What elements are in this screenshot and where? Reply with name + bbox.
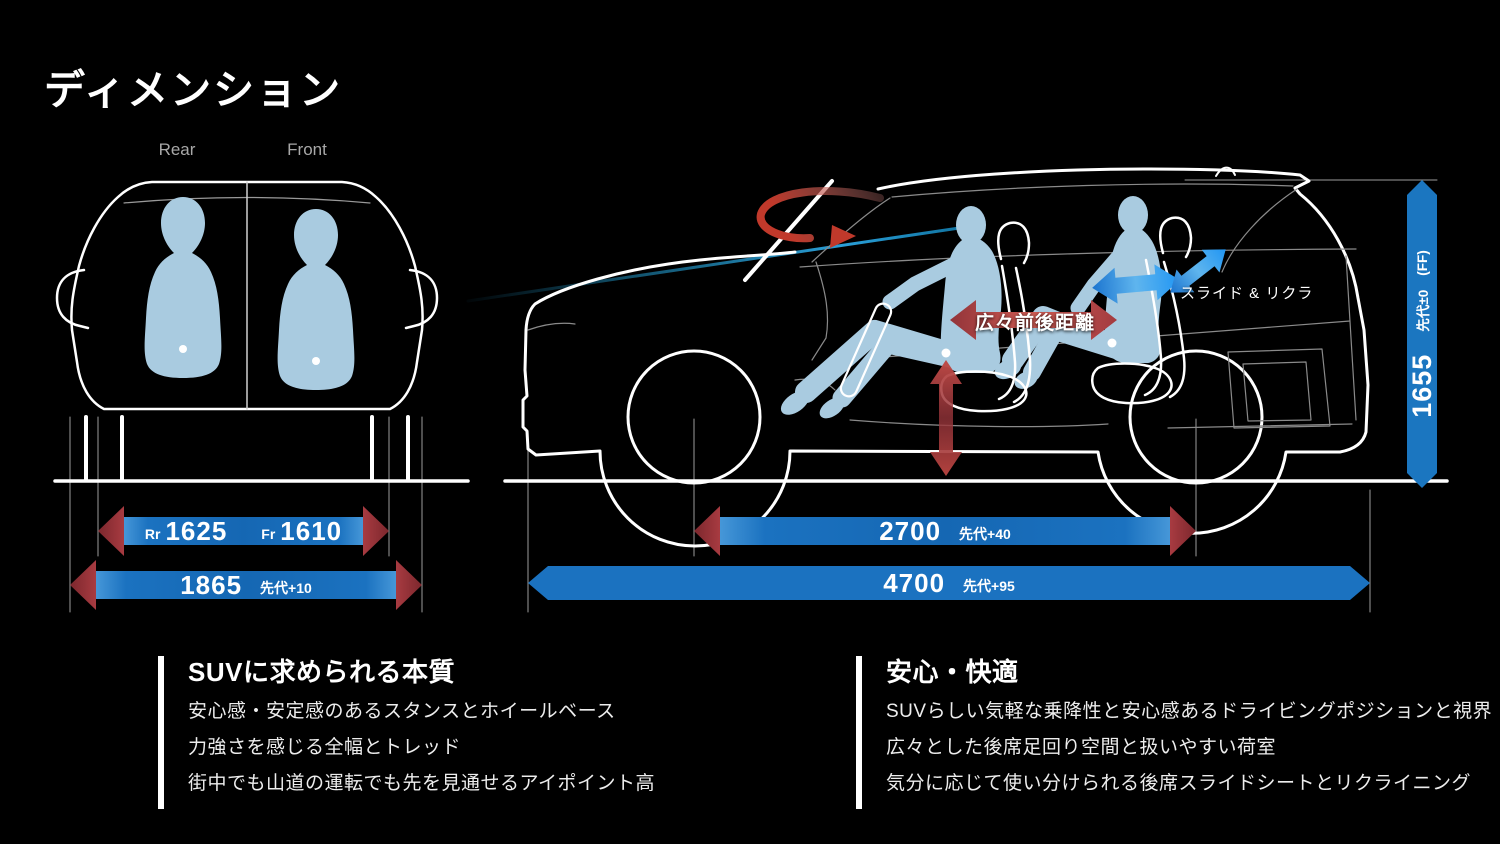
wheelbase-dimension-bar: 2700 先代+40 [694,506,1196,556]
overall-length-value: 4700 [883,567,946,598]
height-value: 1655 [1406,353,1437,418]
front-hip-point [312,357,320,365]
section-suv-essence: SUVに求められる本質 安心感・安定感のあるスタンスとホイールベース 力強さを感… [158,656,848,809]
dimension-guide-lines-right [527,179,1438,613]
section-right-heading: 安心・快適 [886,657,1019,687]
section-comfort: 安心・快適 SUVらしい気軽な乗降性と安心感あるドライビングポジションと視界 広… [856,656,1500,809]
rear-seat-outline [1090,216,1193,405]
steering-wheel [839,302,893,398]
arrowhead-left-icon [694,506,720,556]
wheelbase-note: 先代+40 [959,526,1011,542]
wheelbase-bar-shaft: 2700 先代+40 [720,515,1170,546]
arrowhead-left-icon [98,506,124,556]
wheelbase-value: 2700 [879,515,942,546]
section-left-item: 街中でも山道の運転でも先を見通せるアイポイント高 [188,773,656,794]
front-rear-distance-arrow [950,300,1117,340]
front-rear-view [53,180,470,613]
slide-recline-label: スライド & リクラ [1180,285,1314,302]
tread-rear-value: 1625 [165,515,228,546]
height-drivetrain: (FF) [1414,250,1430,276]
steering-motion-arrow [756,187,884,248]
shark-fin-antenna [1215,166,1236,177]
arrowhead-right-icon [396,560,422,610]
eye-sight-line [466,225,968,303]
height-dimension-bar: 1655 先代±0 (FF) [1407,180,1437,488]
page-title: ディメンション [44,67,343,113]
section-left-item: 力強さを感じる全幅とトレッド [188,737,462,758]
passenger-hip-point [1107,338,1117,348]
tread-bar-shaft: Rr 1625 Fr 1610 [124,515,363,546]
overall-width-dimension-bar: 1865 先代+10 [70,560,422,610]
overall-width-value: 1865 [180,569,243,600]
right-mirror [404,268,439,330]
side-car-outline [521,167,1370,548]
left-mirror [55,268,90,330]
tread-front-prefix: Fr [261,526,276,542]
height-note: 先代±0 [1416,289,1431,332]
tread-rear-prefix: Rr [144,526,161,542]
rear-hip-point [179,345,187,353]
tread-front-value: 1610 [280,515,343,546]
section-left-heading: SUVに求められる本質 [188,657,455,687]
front-rear-distance-label: 広々前後距離 [974,313,1095,334]
front-wheel [626,349,762,485]
interior-lines [527,183,1357,429]
hip-height-arrow [930,360,962,476]
front-rear-wheel-lines [84,415,410,482]
section-left-item: 安心感・安定感のあるスタンスとホイールベース [188,701,616,722]
side-view [466,166,1449,613]
overall-length-note: 先代+95 [963,578,1015,594]
front-view-label: Front [287,140,327,159]
tread-dimension-bar: Rr 1625 Fr 1610 [98,506,389,556]
rear-wheel [1128,349,1264,485]
section-right-item: SUVらしい気軽な乗降性と安心感あるドライビングポジションと視界 [886,701,1493,722]
rear-view-label: Rear [158,140,196,159]
arrowhead-right-icon [363,506,389,556]
width-bar-shaft: 1865 先代+10 [96,569,396,600]
a-pillar-line [743,179,834,282]
height-bar-text: 1655 先代±0 (FF) [1407,180,1437,488]
overall-width-note: 先代+10 [260,580,312,596]
overall-length-dimension-bar: 4700 先代+95 [528,566,1370,600]
arrowhead-left-icon [70,560,96,610]
front-rear-body-outline [70,180,424,411]
section-right-item: 気分に応じて使い分けられる後席スライドシートとリクライニング [886,773,1472,794]
dimension-guide-lines-left [69,416,423,613]
arrowhead-right-icon [1170,506,1196,556]
section-right-item: 広々とした後席足回り空間と扱いやすい荷室 [886,737,1277,758]
driver-hip-point [941,348,951,358]
